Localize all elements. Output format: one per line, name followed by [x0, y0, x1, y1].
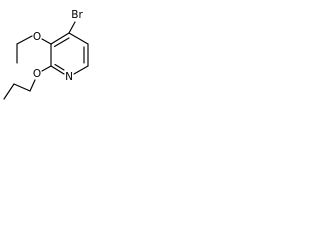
ethoxy-oxygen-atom-label: O — [33, 31, 41, 43]
ring-bond-n-c2 — [50, 65, 65, 75]
ring-bond-c1-n — [73, 65, 89, 75]
ring-bond-c5-c6 — [68, 32, 89, 45]
bond-ch2-ch3-propoxy — [3, 83, 15, 100]
bromine-atom-label: Br — [71, 9, 83, 21]
propoxy-oxygen-atom-label: O — [33, 68, 41, 80]
chemical-structure-diagram: Br O O N — [3, 9, 89, 100]
bond-o-ch2-ethoxy — [16, 35, 33, 45]
bond-ch2-ch2-propoxy — [13, 83, 31, 92]
ring-bond-c4-c5 — [50, 32, 70, 45]
ring-bond-c4-c5-double — [53, 37, 70, 48]
bond-o-ch2-propoxy — [29, 79, 36, 92]
ring-bond-n-c2-double — [54, 63, 65, 71]
bond-c5-br — [68, 21, 76, 34]
ring-nitrogen-atom-label: N — [65, 71, 73, 83]
bond-c3-o-ethoxy — [41, 38, 52, 45]
bond-c2-o-propoxy — [41, 65, 52, 72]
